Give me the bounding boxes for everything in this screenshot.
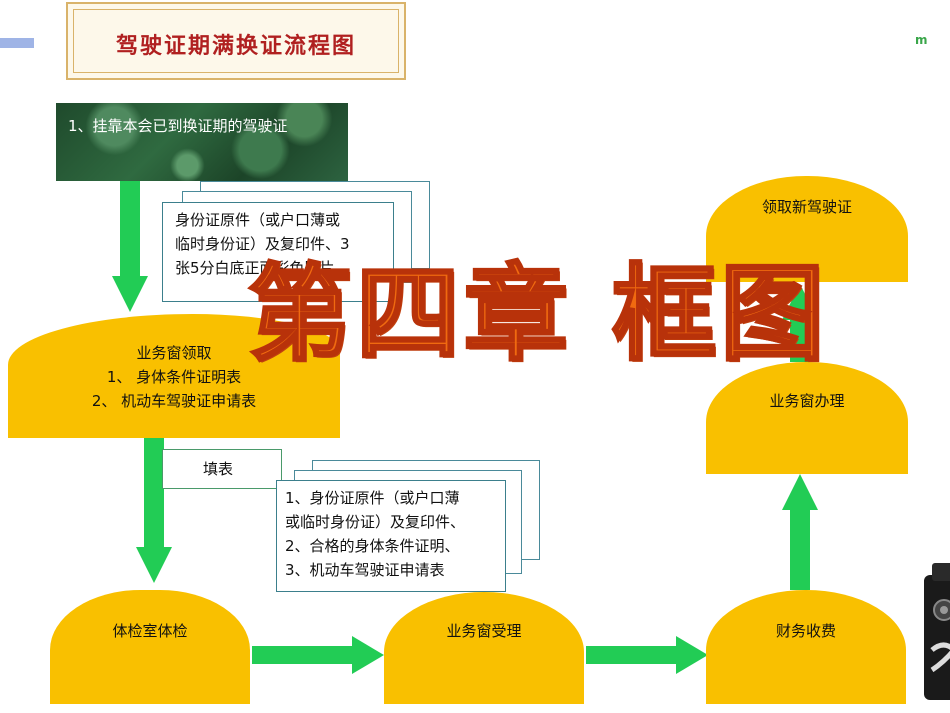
- arrow-head-collect-to-exam: [136, 547, 172, 583]
- acceptance-line-3: 2、合格的身体条件证明、: [285, 537, 460, 555]
- acceptance-line-1: 1、身份证原件（或户口薄: [285, 489, 460, 507]
- chapter-overlay-title: 第四章 框图: [246, 253, 829, 375]
- documents-line-1: 身份证原件（或户口薄或: [175, 211, 341, 229]
- acceptance-documents-card: 1、身份证原件（或户口薄 或临时身份证）及复印件、 2、合格的身体条件证明、 3…: [276, 480, 506, 592]
- acceptance-line-2: 或临时身份证）及复印件、: [285, 513, 466, 531]
- arrow-collect-to-exam: [144, 437, 164, 547]
- corner-mark: m: [915, 33, 928, 47]
- receive-new-license-label: 领取新驾驶证: [761, 198, 852, 216]
- diagram-title: 驾驶证期满换证流程图: [115, 33, 356, 59]
- arrow-process-to-receive: [790, 320, 810, 362]
- camera-decoration-icon: [924, 563, 950, 700]
- arrow-head-exam-to-accept: [352, 636, 384, 674]
- cashier-step: 财务收费: [706, 590, 906, 704]
- cashier-label: 财务收费: [775, 622, 836, 640]
- fill-form-note: 填表: [162, 449, 282, 489]
- arrow-head-process-to-receive: [782, 284, 818, 320]
- arrow-cashier-to-process: [790, 510, 810, 590]
- acceptance-line-4: 3、机动车驾驶证申请表: [285, 561, 445, 579]
- window-process-label: 业务窗办理: [769, 392, 845, 410]
- required-documents-card: 身份证原件（或户口薄或 临时身份证）及复印件、3 张5分白底正面彩色照片: [162, 202, 394, 302]
- window-collect-item-1: 1、 身体条件证明表: [106, 368, 242, 386]
- start-label: 1、挂靠本会已到换证期的驾驶证: [68, 117, 288, 135]
- receive-new-license-step: 领取新驾驶证: [706, 176, 908, 282]
- window-accept-label: 业务窗受理: [446, 622, 522, 640]
- medical-exam-step: 体检室体检: [50, 590, 250, 704]
- window-accept-step: 业务窗受理: [384, 592, 584, 704]
- arrow-accept-to-cashier: [586, 646, 676, 664]
- decorative-bar: [0, 38, 34, 48]
- arrow-exam-to-accept: [252, 646, 352, 664]
- title-banner: 驾驶证期满换证流程图: [66, 2, 406, 80]
- arrow-start-to-collect: [120, 181, 140, 276]
- window-collect-item-2: 2、 机动车驾驶证申请表: [91, 392, 257, 410]
- documents-line-3: 张5分白底正面彩色照片: [175, 259, 335, 277]
- fill-form-label: 填表: [203, 460, 234, 478]
- arrow-head-cashier-to-process: [782, 474, 818, 510]
- documents-line-2: 临时身份证）及复印件、3: [175, 235, 350, 253]
- window-collect-step: 业务窗领取 1、 身体条件证明表 2、 机动车驾驶证申请表: [8, 314, 340, 438]
- medical-exam-label: 体检室体检: [112, 622, 188, 640]
- arrow-head-start-to-collect: [112, 276, 148, 312]
- arrow-head-accept-to-cashier: [676, 636, 708, 674]
- window-process-step: 业务窗办理: [706, 362, 908, 474]
- window-collect-title: 业务窗领取: [136, 344, 212, 362]
- start-box: 1、挂靠本会已到换证期的驾驶证: [56, 103, 348, 181]
